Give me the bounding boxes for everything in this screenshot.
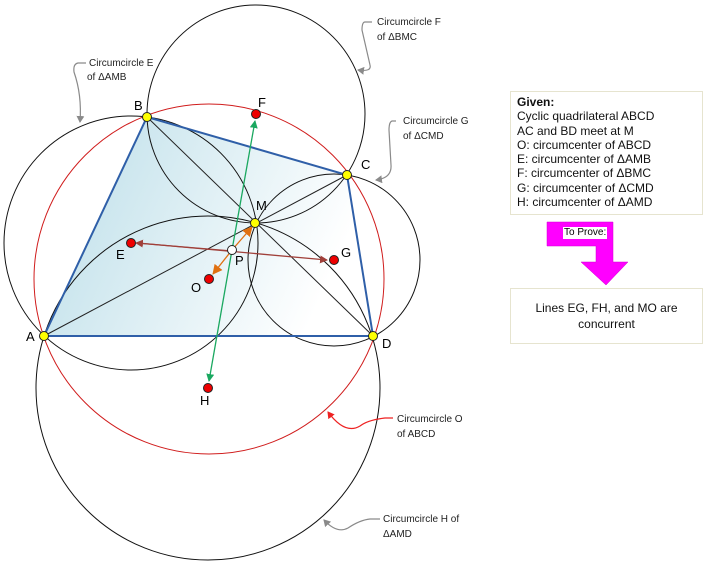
point-e[interactable] bbox=[126, 238, 136, 248]
given-box: Given: Cyclic quadrilateral ABCD AC and … bbox=[510, 91, 703, 215]
given-heading: Given: bbox=[517, 95, 555, 109]
circumcircle-o bbox=[33, 103, 385, 455]
point-m[interactable] bbox=[250, 218, 260, 228]
point-a[interactable] bbox=[39, 331, 49, 341]
label-f: F bbox=[258, 95, 266, 110]
callout-circle-o-line1: Circumcircle O bbox=[397, 414, 463, 425]
point-h[interactable] bbox=[203, 383, 213, 393]
line-eg-back bbox=[135, 239, 233, 252]
label-d: D bbox=[382, 336, 391, 351]
callout-connector-h bbox=[323, 518, 380, 531]
diagonal-bd bbox=[146, 116, 374, 337]
given-line: F: circumcenter of ΔBMC bbox=[517, 166, 652, 181]
label-m: M bbox=[256, 198, 267, 213]
line-fh bbox=[231, 120, 258, 251]
label-o: O bbox=[191, 280, 201, 295]
callout-circle-f-line2: of ΔBMC bbox=[377, 32, 417, 43]
label-c: C bbox=[361, 157, 370, 172]
point-b[interactable] bbox=[142, 112, 152, 122]
callout-circle-o-line2: of ABCD bbox=[397, 429, 435, 440]
given-line: H: circumcenter of ΔAMD bbox=[517, 195, 653, 210]
prove-box: Lines EG, FH, and MO are concurrent bbox=[510, 288, 703, 344]
callout-circle-e-line2: of ΔAMB bbox=[87, 72, 127, 83]
label-b: B bbox=[134, 98, 143, 113]
callout-connector-g bbox=[375, 120, 396, 184]
given-line: E: circumcenter of ΔAMB bbox=[517, 152, 652, 167]
given-line: O: circumcenter of ABCD bbox=[517, 137, 652, 152]
point-c[interactable] bbox=[342, 170, 352, 180]
callout-circle-f-line1: Circumcircle F bbox=[377, 17, 441, 28]
prove-text: Lines EG, FH, and MO are concurrent bbox=[535, 301, 678, 331]
circumcircle-h bbox=[35, 215, 381, 561]
callout-circle-g-line2: of ΔCMD bbox=[403, 131, 444, 142]
to-prove-label: To Prove: bbox=[563, 227, 608, 239]
callout-connector-f bbox=[357, 21, 372, 75]
callout-connector-e bbox=[73, 62, 86, 123]
label-p: P bbox=[235, 253, 244, 268]
point-f[interactable] bbox=[251, 109, 261, 119]
label-a: A bbox=[26, 329, 35, 344]
quadrilateral-fill bbox=[44, 117, 373, 336]
callout-circle-e-line1: Circumcircle E bbox=[89, 58, 154, 69]
circumcircle-g bbox=[247, 173, 421, 347]
point-p[interactable] bbox=[227, 245, 237, 255]
label-e: E bbox=[116, 247, 125, 262]
point-o[interactable] bbox=[204, 274, 214, 284]
line-mo bbox=[231, 226, 253, 251]
circumcircle-e bbox=[3, 115, 259, 371]
diagonal-ac bbox=[43, 174, 348, 337]
label-h: H bbox=[200, 393, 209, 408]
label-g: G bbox=[341, 245, 351, 260]
callout-circle-g-line1: Circumcircle G bbox=[403, 116, 469, 127]
callout-circle-h-line1: Circumcircle H of bbox=[383, 514, 459, 525]
point-d[interactable] bbox=[368, 331, 378, 341]
line-mo-back bbox=[212, 249, 233, 275]
line-fh-back bbox=[206, 249, 233, 382]
callout-circle-h-line2: ΔAMD bbox=[383, 529, 412, 540]
given-line: AC and BD meet at M bbox=[517, 123, 634, 138]
point-g[interactable] bbox=[329, 255, 339, 265]
given-line: G: circumcenter of ΔCMD bbox=[517, 180, 654, 195]
callout-connector-o bbox=[327, 411, 393, 430]
given-line: Cyclic quadrilateral ABCD bbox=[517, 109, 655, 124]
